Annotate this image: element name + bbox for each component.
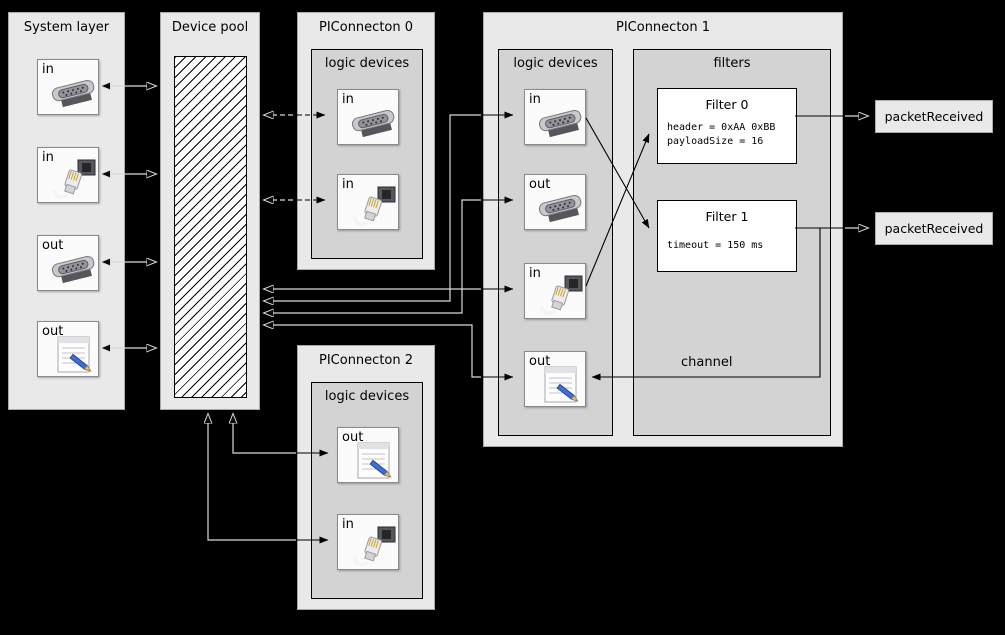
channel-label: channel [681, 355, 733, 370]
wire-pool-pic2-ineth [208, 414, 296, 541]
connector2-title: PIConnecton 2 [318, 353, 414, 368]
logic-devices-title: logic devices [513, 56, 598, 71]
connector1-logic-devices-group: logic devices in out in out [498, 49, 613, 436]
device-label: out [42, 324, 64, 339]
connector1-box: PIConnecton 1 logic devices in out in [483, 12, 843, 447]
device-label: in [342, 92, 354, 107]
device-pool-title: Device pool [171, 20, 249, 35]
connector1-device-out-serial: out [524, 174, 586, 230]
filter-1-box: Filter 1 timeout = 150 ms [657, 200, 797, 272]
serial-port-icon [351, 105, 397, 143]
connector0-logic-devices-group: logic devices in in [311, 49, 423, 259]
notepad-icon [540, 365, 584, 405]
connector2-box: PIConnecton 2 logic devices out in [297, 345, 435, 610]
system-layer-title: System layer [23, 20, 110, 35]
logic-devices-title: logic devices [324, 389, 410, 404]
device-label: out [342, 430, 364, 445]
system-device-in-serial: in [37, 59, 99, 115]
filter-0-title: Filter 0 [705, 97, 749, 112]
connector0-device-in-serial: in [337, 89, 399, 145]
ethernet-plug-icon [51, 159, 97, 201]
device-label: out [529, 177, 551, 192]
device-label: in [529, 92, 541, 107]
device-label: in [529, 266, 541, 281]
serial-port-icon [51, 251, 97, 289]
system-device-in-ethernet: in [37, 147, 99, 203]
device-label: in [42, 150, 54, 165]
system-device-out-notepad: out [37, 321, 99, 377]
ethernet-plug-icon [351, 526, 397, 568]
filters-title: filters [713, 56, 751, 71]
notepad-icon [53, 335, 97, 375]
logic-devices-title: logic devices [324, 56, 410, 71]
device-label: in [342, 517, 354, 532]
connector2-device-out-notepad: out [337, 427, 399, 483]
serial-port-icon [51, 75, 97, 113]
device-label: out [529, 354, 551, 369]
connector1-title: PIConnecton 1 [615, 20, 711, 35]
serial-port-icon [538, 190, 584, 228]
device-pool-hatch [174, 56, 247, 398]
filter-1-title: Filter 1 [705, 209, 749, 224]
filter-0-box: Filter 0 header = 0xAA 0xBB payloadSize … [657, 88, 797, 164]
system-device-out-serial: out [37, 235, 99, 291]
filter-1-param-timeout: timeout = 150 ms [667, 240, 764, 251]
filter-0-param-header: header = 0xAA 0xBB [667, 122, 776, 133]
connector0-device-in-ethernet: in [337, 174, 399, 230]
connector1-device-in-serial: in [524, 89, 586, 145]
notepad-icon [353, 441, 397, 481]
device-pool-box: Device pool [160, 12, 260, 410]
packet-received-box-1: packetReceived [875, 212, 993, 245]
system-layer-box: System layer in in out out [8, 12, 125, 410]
packet-received-box-0: packetReceived [875, 100, 993, 133]
connector2-device-in-ethernet: in [337, 514, 399, 570]
wire-pool-pic2-outnote [233, 414, 296, 454]
ethernet-plug-icon [538, 275, 584, 317]
connector1-device-out-notepad: out [524, 351, 586, 407]
connector2-logic-devices-group: logic devices out in [311, 382, 423, 599]
serial-port-icon [538, 105, 584, 143]
device-label: out [42, 238, 64, 253]
connector0-title: PIConnecton 0 [318, 20, 414, 35]
connector1-device-in-ethernet: in [524, 263, 586, 319]
connector1-filters-group: filters Filter 0 header = 0xAA 0xBB payl… [633, 49, 831, 436]
connector0-box: PIConnecton 0 logic devices in in [297, 12, 435, 270]
device-label: in [42, 62, 54, 77]
ethernet-plug-icon [351, 186, 397, 228]
filter-0-param-payload: payloadSize = 16 [667, 136, 764, 147]
